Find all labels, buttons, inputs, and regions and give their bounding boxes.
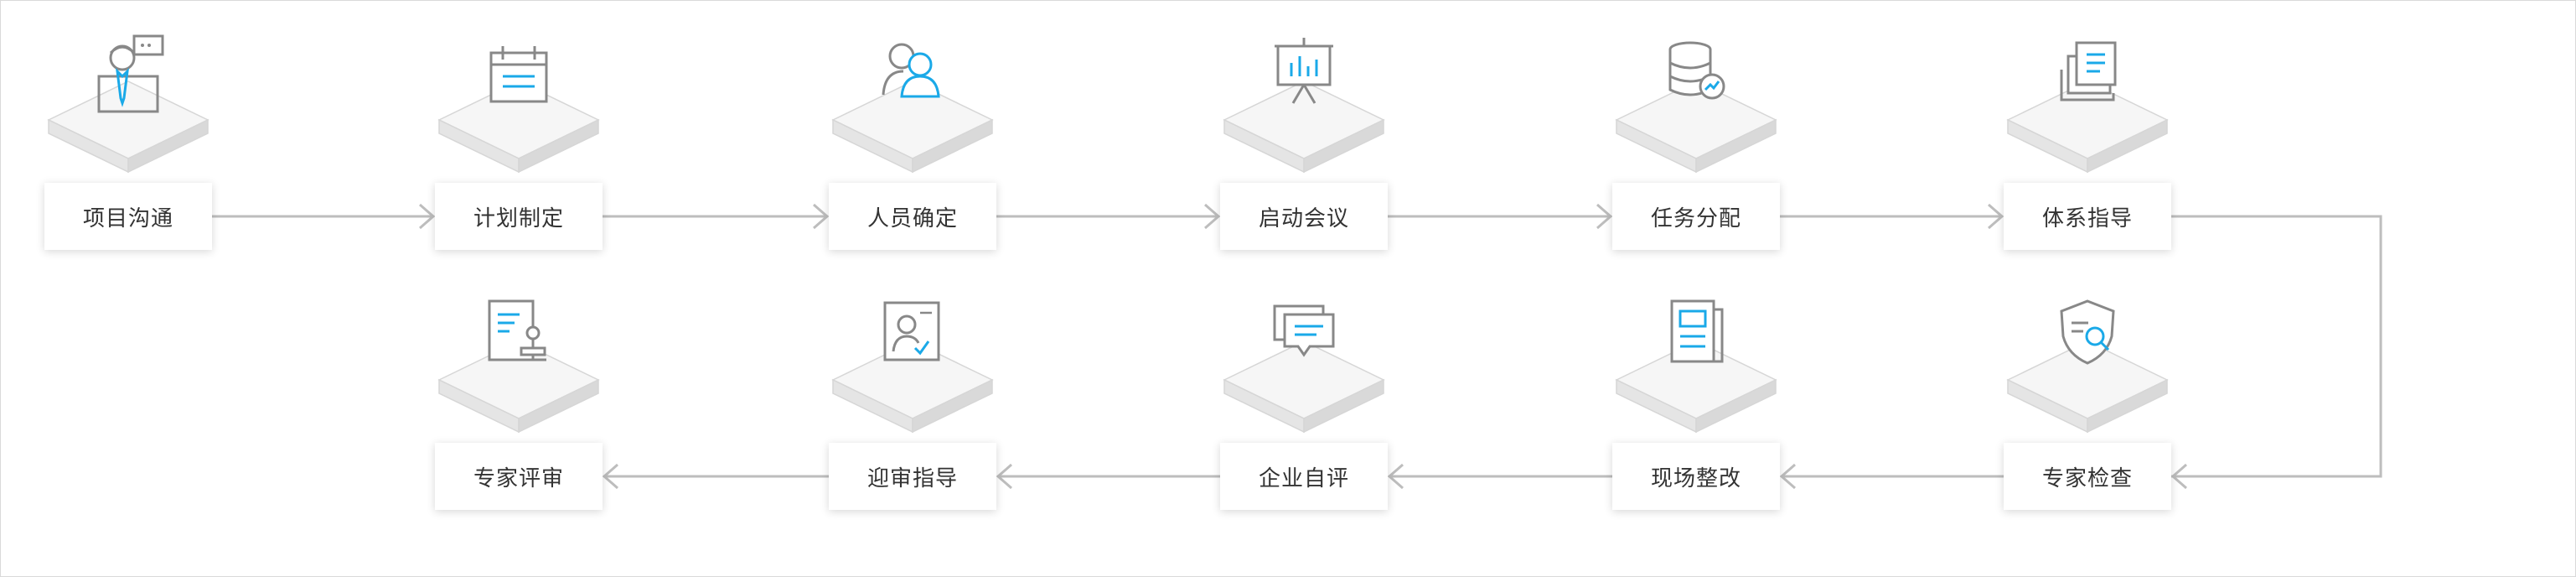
step-label: 任务分配 [1612,183,1780,250]
isometric-platform [47,34,209,174]
step-label: 专家评审 [435,443,603,510]
arrow-head-icon [1204,203,1221,230]
step-label: 专家检查 [2004,443,2171,510]
arrow-head-icon [1779,463,1796,490]
arrow-head-icon [602,463,618,490]
arrow-head-icon [996,463,1012,490]
step-label: 项目沟通 [44,183,212,250]
people-icon [882,43,940,98]
step-label: 人员确定 [829,183,996,250]
isometric-platform [1615,299,1777,434]
isometric-platform [2006,299,2169,434]
connector-line [2171,215,2382,478]
step-label: 现场整改 [1612,443,1780,510]
calendar-icon [489,46,548,103]
shield-search-icon [2060,299,2115,365]
arrow-head-icon [813,203,830,230]
isometric-platform [437,46,600,174]
documents-stack-icon [2060,41,2117,101]
isometric-platform [1223,38,1385,174]
chat-bubbles-icon [1273,304,1335,357]
arrow-head-icon [1988,203,2004,230]
consultant-icon [97,34,164,113]
arrow-head-icon [1596,203,1613,230]
isometric-platform [1615,41,1777,174]
isometric-platform [831,301,994,434]
isometric-platform [2006,41,2169,174]
isometric-platform [437,299,600,434]
document-stamp-icon [488,299,546,361]
report-document-icon [1670,299,1724,363]
isometric-platform [831,43,994,174]
presentation-board-icon [1275,38,1333,104]
step-label: 体系指导 [2004,183,2171,250]
step-label: 启动会议 [1220,183,1388,250]
arrow-head-icon [1387,463,1404,490]
step-label: 计划制定 [435,183,603,250]
arrow-head-icon [419,203,436,230]
database-chart-icon [1668,41,1725,100]
step-label: 迎审指导 [829,443,996,510]
id-card-icon [883,301,940,361]
step-label: 企业自评 [1220,443,1388,510]
isometric-platform [1223,304,1385,434]
arrow-head-icon [2170,463,2187,490]
